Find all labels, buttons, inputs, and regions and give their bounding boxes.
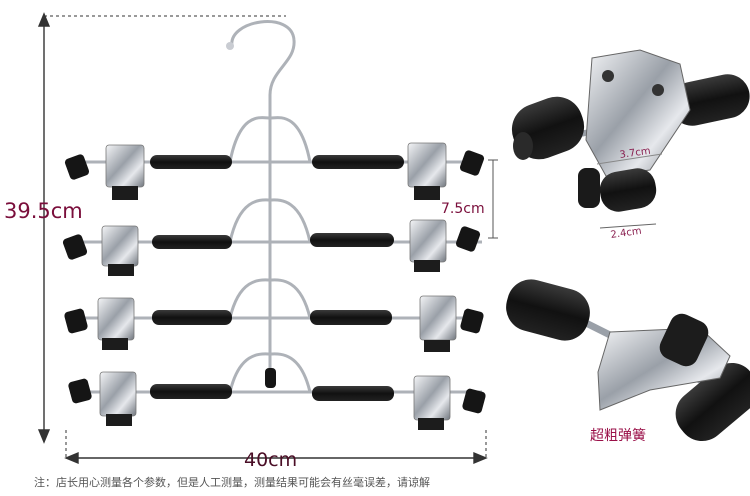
clip-icon — [407, 142, 447, 200]
clip-depth-label: 2.4cm — [610, 226, 642, 241]
hanger-tier-1 — [64, 142, 485, 200]
hanger-tier-3 — [64, 295, 484, 352]
clip-length-label: 7.5cm — [441, 201, 485, 217]
clip-icon — [409, 219, 447, 272]
width-dimension-line — [64, 430, 488, 465]
clip-icon — [99, 371, 137, 426]
clip-dimension-line — [488, 159, 498, 239]
clip-closeup-bottom — [506, 279, 750, 442]
clip-icon — [413, 375, 451, 430]
height-label: 39.5cm — [4, 199, 83, 223]
center-foam-stopper — [265, 368, 276, 388]
clip-icon — [101, 225, 139, 276]
hanger-tier-4 — [68, 371, 486, 430]
hanger-tier-2 — [62, 219, 481, 276]
measurement-note: 注：店长用心测量各个参数，但是人工测量，测量结果可能会有丝毫误差，请谅解 — [34, 475, 430, 489]
spring-caption: 超粗弹簧 — [590, 428, 646, 444]
clip-icon — [97, 297, 135, 350]
clip-icon — [419, 295, 457, 352]
hanger — [70, 20, 482, 394]
clip-width-label: 3.7cm — [619, 146, 651, 161]
clip-closeup-top — [511, 49, 750, 229]
height-dimension-line — [37, 12, 286, 444]
width-label: 40cm — [244, 449, 297, 471]
clip-icon — [105, 144, 145, 200]
